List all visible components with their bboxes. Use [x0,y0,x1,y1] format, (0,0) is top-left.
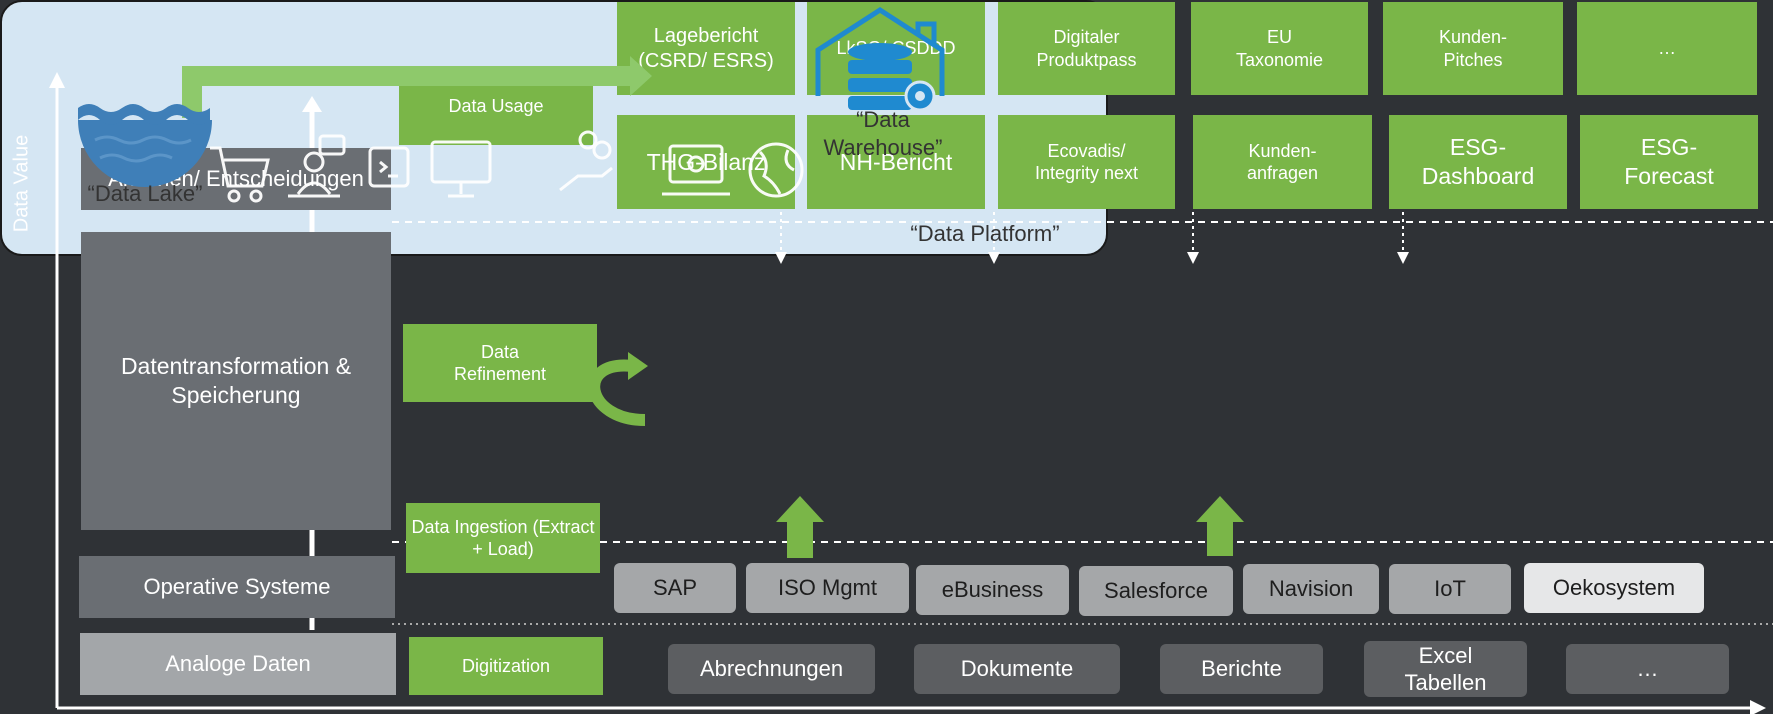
usage-kunden-pitches: Kunden- Pitches [1383,2,1563,95]
system-iso-mgmt: ISO Mgmt [746,563,909,613]
analog-more: … [1566,644,1729,694]
data-platform-label: “Data Platform” [910,221,1060,246]
analog-abrechnungen: Abrechnungen [668,644,875,694]
usage-esg-forecast: ESG- Forecast [1580,115,1758,209]
system-salesforce: Salesforce [1079,566,1233,616]
water-wave-icon [78,104,210,125]
system-sap: SAP [614,563,736,613]
stage-data-refinement: Data Refinement [403,324,597,402]
layer-analoge: Analoge Daten [80,633,396,695]
data-lake-label: “Data Lake” [87,181,203,206]
system-oekosystem: Oekosystem [1524,563,1704,613]
analog-excel-tabellen: Excel Tabellen [1364,641,1527,697]
system-navision: Navision [1243,564,1379,614]
system-iot: IoT [1389,564,1511,614]
monitor-icon [430,140,492,198]
data-warehouse-label: “Data Warehouse” [823,107,943,160]
support-agent-icon [288,134,346,198]
usage-produktpass: Digitaler Produktpass [998,2,1175,95]
usage-eu-taxonomie: EU Taxonomie [1191,2,1368,95]
analog-berichte: Berichte [1160,644,1323,694]
usage-more-top: … [1577,2,1757,95]
platform-graphics [78,7,945,203]
hand-coins-icon [559,130,613,192]
system-ebusiness: eBusiness [916,565,1069,615]
usage-esg-dashboard: ESG- Dashboard [1389,115,1567,209]
data-warehouse-icon [815,7,945,96]
globe-icon [748,142,804,198]
stage-data-ingestion: Data Ingestion (Extract + Load) [406,503,600,573]
shopping-cart-icon [210,146,270,203]
layer-transformation: Datentransformation & Speicherung [81,232,391,530]
usage-ecovadis: Ecovadis/ Integrity next [998,115,1175,209]
terminal-icon [368,146,410,188]
data-platform-panel: “Data Lake” “Data Warehouse” “Data Platf… [0,0,1108,256]
laptop-bug-icon [662,144,730,196]
analog-dokumente: Dokumente [914,644,1120,694]
usage-nh-bericht: NH-Bericht [807,115,985,209]
stage-digitization: Digitization [409,637,603,695]
layer-operative: Operative Systeme [79,556,395,618]
usage-kundenanfragen: Kunden- anfragen [1193,115,1372,209]
